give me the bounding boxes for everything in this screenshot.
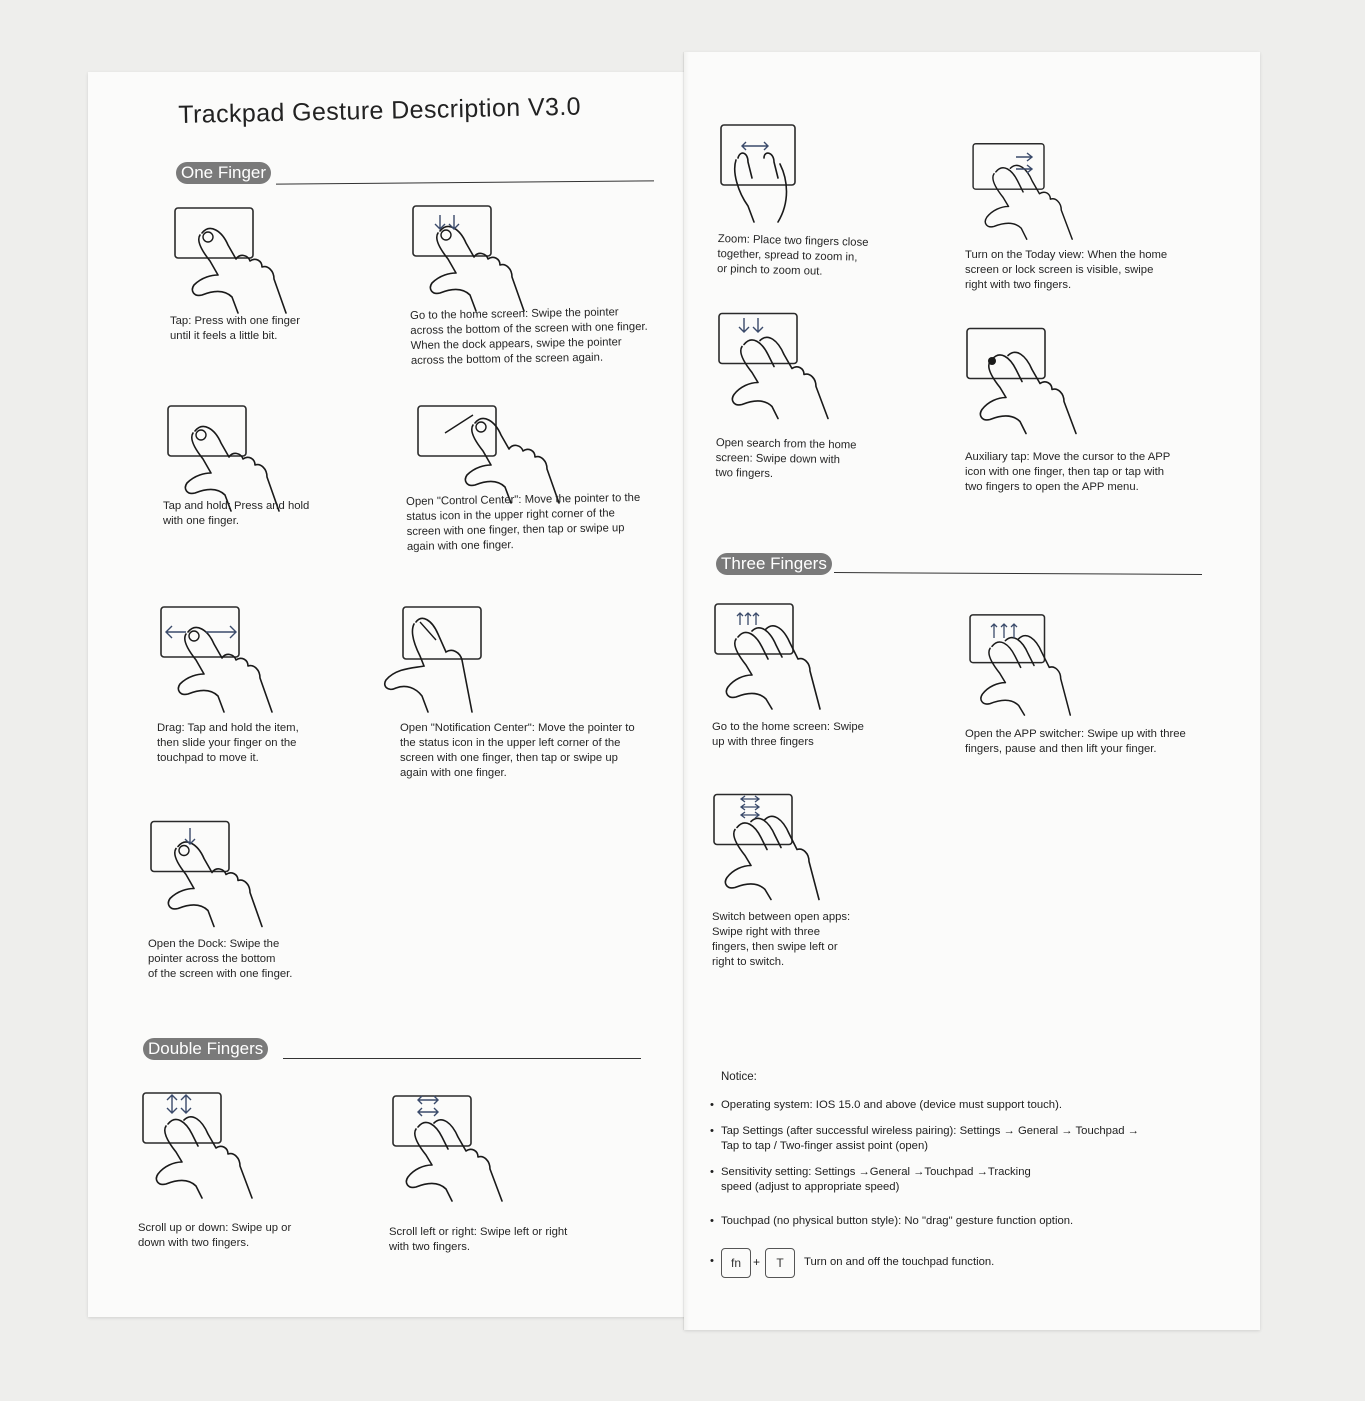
notice-label: Notice: — [721, 1071, 757, 1083]
gesture-caption-home-three: Go to the home screen: Swipe up with thr… — [712, 721, 864, 748]
gesture-caption-control-center: Open "Control Center": Move the pointer … — [406, 491, 641, 553]
swipe-right-two-fingers-icon — [964, 141, 1104, 241]
gesture-caption-scroll-ud: Scroll up or down: Swipe up or down with… — [138, 1222, 292, 1249]
plus-sign: + — [753, 1255, 761, 1269]
scroll-up-down-two-fingers-icon — [140, 1085, 280, 1205]
fn-key-icon: fn — [721, 1248, 751, 1278]
t-key-icon: T — [765, 1248, 795, 1278]
gesture-caption-search: Open search from the home screen: Swipe … — [715, 436, 857, 481]
tap-one-finger-icon — [172, 205, 312, 315]
gesture-caption-switch-apps: Switch between open apps: Swipe right wi… — [712, 911, 851, 968]
gesture-caption-app-switcher: Open the APP switcher: Swipe up with thr… — [965, 728, 1186, 755]
gesture-caption-home-one: Go to the home screen: Swipe the pointer… — [410, 306, 648, 367]
swipe-up-three-fingers-icon — [712, 601, 852, 711]
gesture-caption-scroll-lr: Scroll left or right: Swipe left or righ… — [389, 1226, 568, 1253]
section-label: Double Fingers — [143, 1038, 269, 1060]
scroll-left-right-two-fingers-icon — [390, 1088, 530, 1208]
swipe-down-one-finger-icon — [410, 203, 550, 313]
notice-item: Sensitivity setting: Settings →General →… — [710, 1165, 1210, 1195]
drag-left-right-icon — [158, 604, 298, 714]
notice-item: Touchpad (no physical button style): No … — [710, 1214, 1210, 1229]
app-switcher-three-fingers-icon — [964, 612, 1104, 717]
gesture-caption-aux-tap: Auxiliary tap: Move the cursor to the AP… — [965, 451, 1171, 493]
section-label: One Finger — [176, 162, 272, 184]
shortcut-description: Turn on and off the touchpad function. — [804, 1256, 995, 1268]
section-divider — [283, 1058, 641, 1059]
notice-item: Tap Settings (after successful wireless … — [710, 1124, 1210, 1154]
bullet: • — [710, 1255, 714, 1267]
switch-apps-three-fingers-icon — [711, 789, 851, 904]
tap-hold-one-finger-icon — [165, 403, 305, 513]
notice-item: Operating system: IOS 15.0 and above (de… — [710, 1098, 1210, 1113]
gesture-caption-notification-center: Open "Notification Center": Move the poi… — [400, 722, 635, 779]
section-label: Three Fingers — [716, 553, 832, 575]
swipe-down-dock-icon — [148, 816, 288, 931]
gesture-caption-drag: Drag: Tap and hold the item, then slide … — [157, 722, 299, 764]
gesture-caption-today-view: Turn on the Today view: When the home sc… — [965, 249, 1168, 291]
notice-list: Operating system: IOS 15.0 and above (de… — [710, 1098, 1210, 1229]
notification-center-swipe-icon — [380, 604, 520, 719]
gesture-caption-tap-hold: Tap and hold: Press and hold with one fi… — [163, 500, 310, 527]
gesture-caption-zoom: Zoom: Place two fingers close together, … — [716, 232, 869, 278]
right-page — [684, 52, 1260, 1330]
page-fold — [683, 52, 689, 1330]
gesture-caption-tap: Tap: Press with one finger until it feel… — [170, 315, 300, 342]
zoom-pinch-icon — [718, 122, 828, 232]
auxiliary-tap-two-fingers-icon — [964, 323, 1104, 438]
swipe-down-two-fingers-icon — [716, 308, 856, 423]
control-center-swipe-icon — [405, 403, 565, 513]
gesture-caption-dock: Open the Dock: Swipe the pointer across … — [148, 938, 293, 980]
